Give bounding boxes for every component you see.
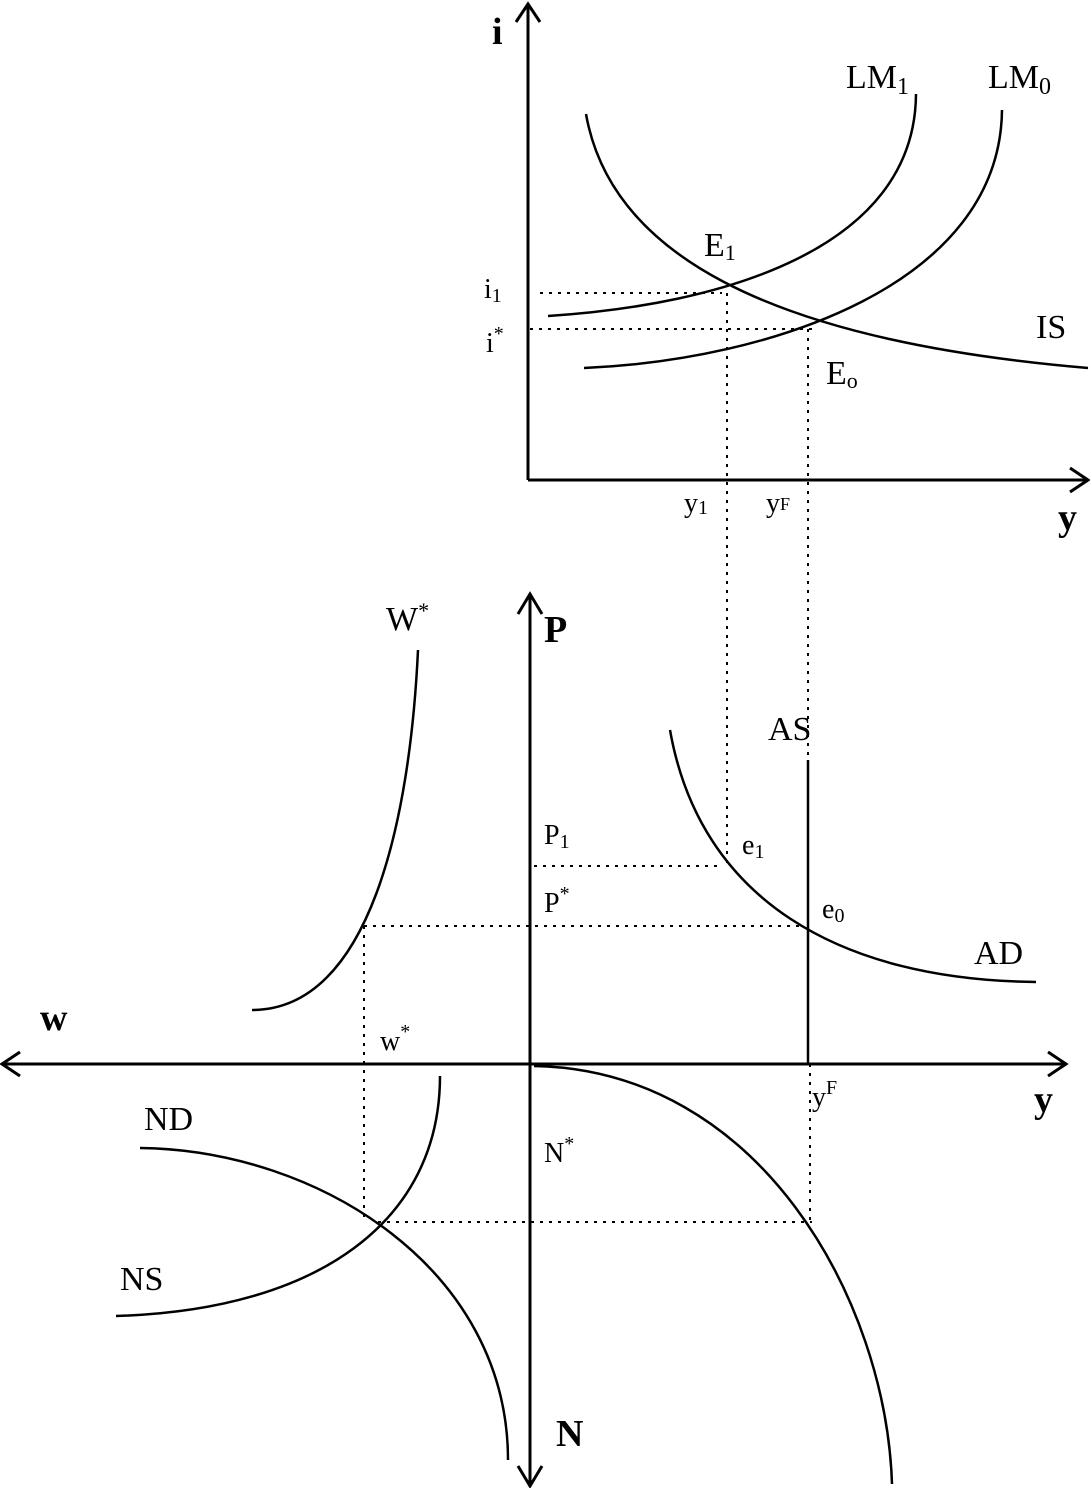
e1-label: E1 [704,227,736,265]
is-lm-panel: i y LM1 LM0 IS E1 Eo i1 i* y1 yF [484,1,1090,866]
y-axis-mid-arrowhead [1047,1050,1069,1078]
n-axis-arrowhead [516,1465,544,1488]
p-axis-arrowhead [516,591,544,615]
i1-tick-label: i1 [484,274,502,307]
w-axis-arrowhead [0,1050,21,1078]
i-axis-label: i [492,11,503,53]
wstar-tick-label: w* [380,1021,410,1057]
ns-label: NS [120,1261,163,1298]
middle-axis: w y w* yF [0,997,1069,1121]
istar-tick-label: i* [486,323,504,359]
lm0-label: LM0 [988,59,1051,100]
y-axis-top-arrowhead [1069,466,1090,494]
price-panel: P W* AS AD e1 e0 P1 P* [251,598,1037,1222]
ad-label: AD [974,935,1023,972]
yf-mid-tick-label: yF [812,1077,837,1113]
e0-label: Eo [826,355,858,393]
p1-tick-label: P1 [544,820,570,853]
lm0-curve [583,109,1004,370]
wstar-curve [251,649,420,1012]
p-axis-label: P [544,609,567,651]
e0-price-label: e0 [822,894,844,927]
pstar-tick-label: P* [544,883,570,919]
wstar-curve-label: W* [386,598,429,638]
nd-curve [139,1146,510,1461]
ad-curve [668,729,1037,984]
center-axis [516,591,544,1488]
labor-panel: ND NS N* N [115,1064,894,1485]
e1-price-label: e1 [742,830,764,863]
lm1-label: LM1 [846,59,909,100]
production-curve [533,1064,894,1485]
is-label: IS [1036,309,1066,346]
w-axis-label: w [40,997,68,1039]
i-axis-arrowhead [514,1,542,23]
n-axis-label: N [556,1413,583,1455]
ns-curve [115,1075,442,1318]
y-axis-mid-label: y [1034,1079,1053,1121]
nstar-tick-label: N* [544,1133,574,1169]
yf-tick-label: yF [766,488,790,519]
nd-label: ND [144,1101,193,1138]
is-curve [584,113,1089,370]
y1-tick-label: y1 [684,488,708,519]
y-axis-top-label: y [1058,497,1077,539]
as-label: AS [768,711,811,748]
lm1-curve [547,93,918,318]
